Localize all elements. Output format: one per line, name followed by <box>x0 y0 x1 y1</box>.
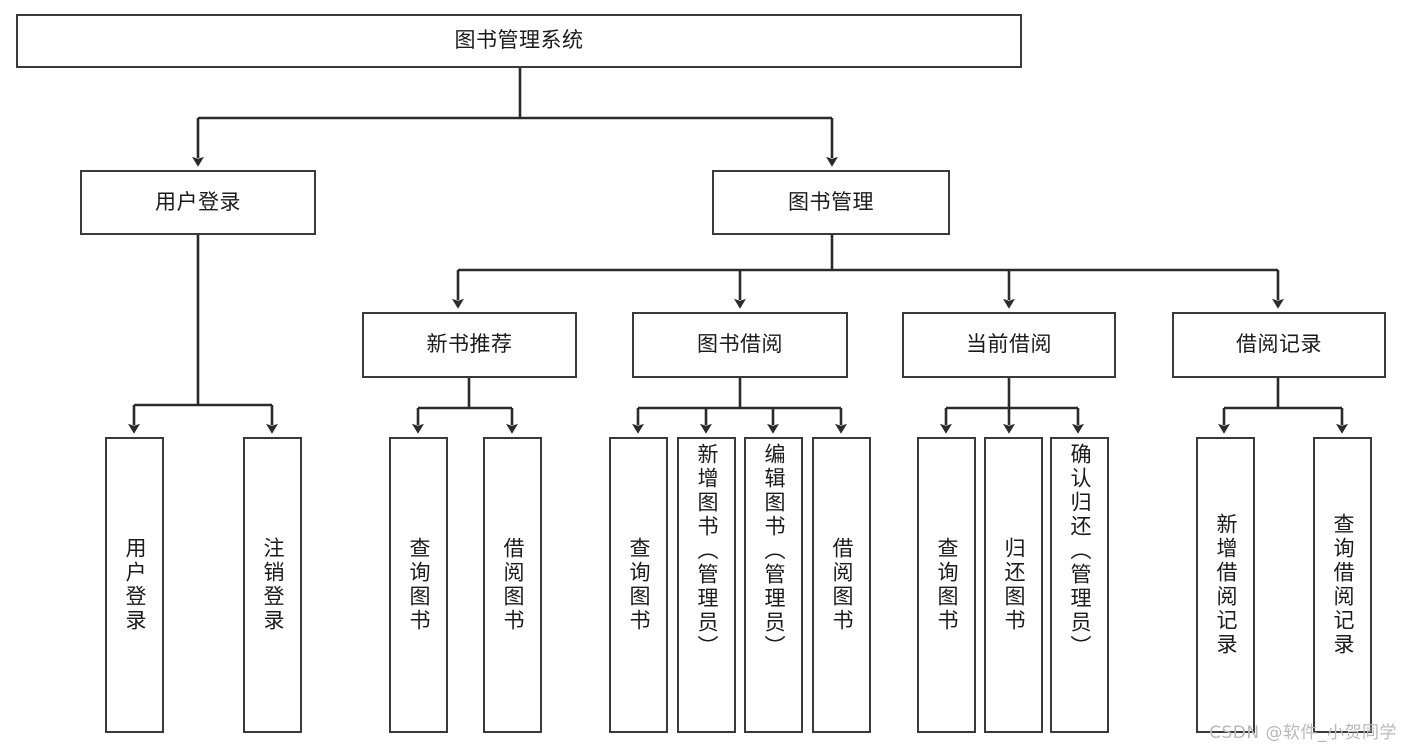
node-root-label: 图书管理系统 <box>454 28 584 53</box>
node-user-login-label: 用户登录 <box>155 189 241 214</box>
node-new-book-recommend[interactable]: 新书推荐 <box>362 312 577 378</box>
leaf-current-borrow-confirm-label: 确认归还（管理员） <box>1068 443 1092 659</box>
node-root[interactable]: 图书管理系统 <box>16 14 1022 68</box>
leaf-book-borrow-add-label: 新增图书（管理员） <box>695 443 719 659</box>
leaf-new-book-query[interactable]: 查询图书 <box>389 437 448 733</box>
leaf-current-borrow-confirm[interactable]: 确认归还（管理员） <box>1050 437 1109 733</box>
leaf-user-login-signin[interactable]: 用户登录 <box>105 437 164 733</box>
leaf-book-borrow-add[interactable]: 新增图书（管理员） <box>677 437 736 733</box>
node-book-management[interactable]: 图书管理 <box>712 170 950 235</box>
node-current-borrow-label: 当前借阅 <box>966 332 1052 357</box>
node-user-login[interactable]: 用户登录 <box>80 170 316 235</box>
leaf-book-borrow-query[interactable]: 查询图书 <box>609 437 668 733</box>
leaf-borrow-record-query-label: 查询借阅记录 <box>1331 513 1355 657</box>
node-current-borrow[interactable]: 当前借阅 <box>902 312 1116 378</box>
leaf-user-login-signout[interactable]: 注销登录 <box>243 437 302 733</box>
leaf-book-borrow-query-label: 查询图书 <box>627 537 651 633</box>
leaf-current-borrow-return[interactable]: 归还图书 <box>984 437 1043 733</box>
node-book-borrow[interactable]: 图书借阅 <box>632 312 848 378</box>
node-new-book-recommend-label: 新书推荐 <box>426 332 513 357</box>
leaf-book-borrow-edit-label: 编辑图书（管理员） <box>762 443 786 659</box>
leaf-borrow-record-add-label: 新增借阅记录 <box>1214 513 1238 657</box>
leaf-borrow-record-query[interactable]: 查询借阅记录 <box>1313 437 1372 733</box>
leaf-borrow-record-add[interactable]: 新增借阅记录 <box>1196 437 1255 733</box>
leaf-new-book-borrow-label: 借阅图书 <box>501 537 525 633</box>
leaf-current-borrow-query[interactable]: 查询图书 <box>917 437 976 733</box>
leaf-current-borrow-return-label: 归还图书 <box>1002 537 1026 633</box>
node-borrow-record[interactable]: 借阅记录 <box>1172 312 1386 378</box>
node-book-borrow-label: 图书借阅 <box>697 332 783 357</box>
leaf-current-borrow-query-label: 查询图书 <box>935 537 959 633</box>
leaf-new-book-borrow[interactable]: 借阅图书 <box>483 437 542 733</box>
leaf-user-login-signout-label: 注销登录 <box>261 537 285 633</box>
leaf-book-borrow-lend[interactable]: 借阅图书 <box>812 437 871 733</box>
leaf-book-borrow-edit[interactable]: 编辑图书（管理员） <box>744 437 803 733</box>
node-book-management-label: 图书管理 <box>788 189 874 214</box>
leaf-book-borrow-lend-label: 借阅图书 <box>830 537 854 633</box>
leaf-new-book-query-label: 查询图书 <box>407 537 431 633</box>
node-borrow-record-label: 借阅记录 <box>1236 332 1322 357</box>
leaf-user-login-signin-label: 用户登录 <box>123 537 147 633</box>
